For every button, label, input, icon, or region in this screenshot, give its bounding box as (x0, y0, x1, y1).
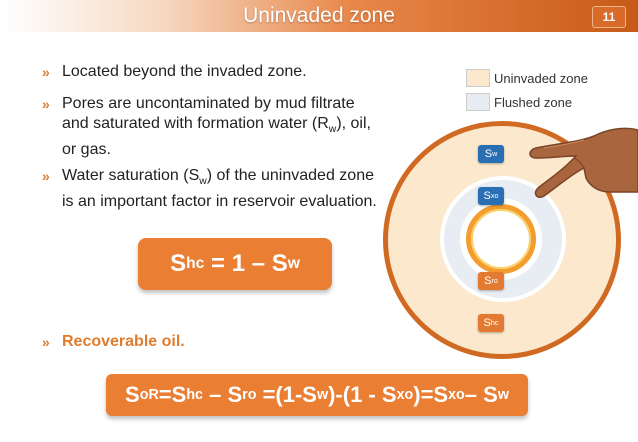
legend: Uninvaded zone Flushed zone (466, 68, 588, 116)
page-number: 11 (592, 6, 626, 28)
uninvaded-swatch (466, 69, 490, 87)
bullet-item: » Recoverable oil. (42, 332, 382, 352)
bullet-text: Recoverable oil. (62, 333, 185, 351)
legend-item: Flushed zone (466, 92, 588, 112)
bullet-mark-icon: » (42, 64, 50, 80)
bullet-item: » Pores are uncontaminated by mud filtra… (42, 94, 382, 160)
bullet-item: » Located beyond the invaded zone. (42, 62, 382, 82)
title-bar (0, 0, 638, 32)
bullet-mark-icon: » (42, 168, 50, 185)
legend-item: Uninvaded zone (466, 68, 588, 88)
pointing-hand-icon (529, 127, 638, 199)
borehole-ring (466, 204, 536, 274)
bullet-mark-icon: » (42, 334, 50, 351)
flushed-swatch (466, 93, 490, 111)
bullet-item: » Water saturation (Sw) of the uninvaded… (42, 166, 382, 212)
bullet-list: » Located beyond the invaded zone. » Por… (42, 62, 382, 358)
bullet-text: Water saturation (Sw) of the uninvaded z… (62, 167, 377, 211)
bullet-mark-icon: » (42, 96, 50, 112)
slide-title: Uninvaded zone (243, 4, 395, 27)
bullet-text: Pores are uncontaminated by mud filtrate… (62, 95, 371, 159)
bullet-text: Located beyond the invaded zone. (62, 63, 307, 80)
